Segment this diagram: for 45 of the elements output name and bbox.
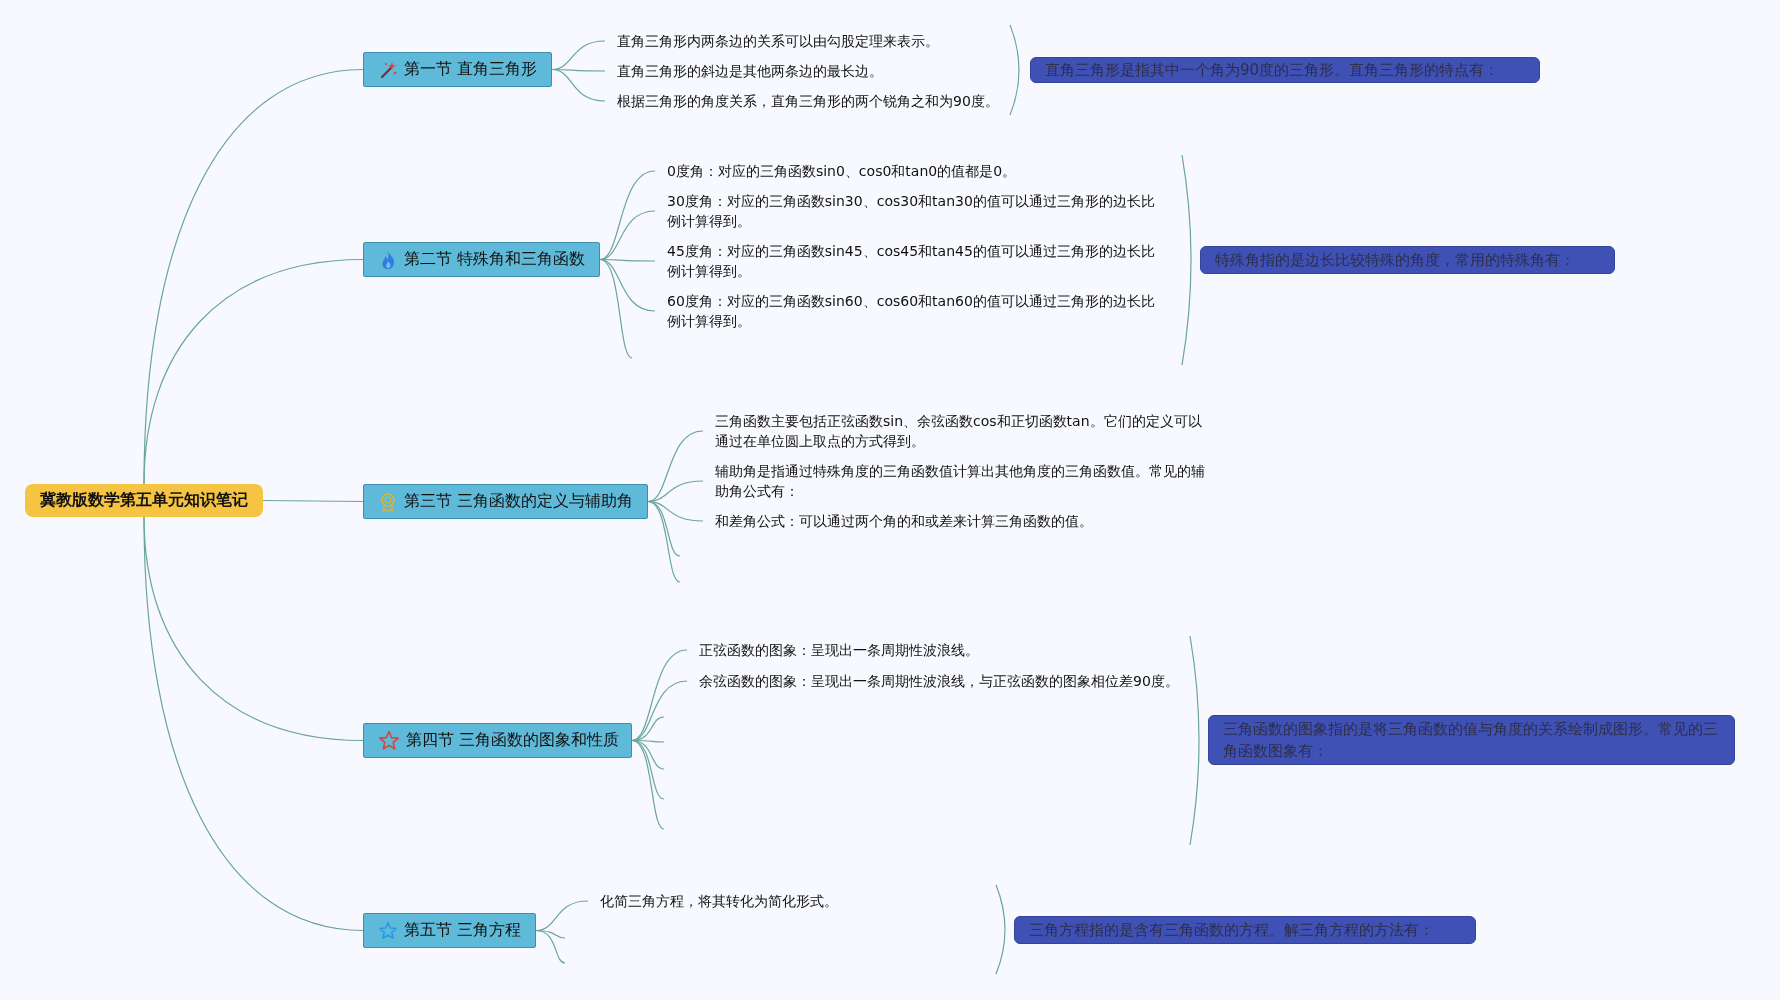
- note-text: 30度角：对应的三角函数sin30、cos30和tan30的值可以通过三角形的边长比例计算得到。: [667, 192, 1156, 231]
- summary-box: [1030, 57, 1540, 83]
- note-text: 60度角：对应的三角函数sin60、cos60和tan60的值可以通过三角形的边长比例计算得到。: [667, 292, 1156, 331]
- note-text: 正弦函数的图象：呈现出一条周期性波浪线。: [699, 641, 979, 660]
- note-text: 直角三角形内两条边的关系可以由勾股定理来表示。: [617, 32, 939, 51]
- summary-text: 三角函数的图象指的是将三角函数的值与角度的关系绘制成图形。常见的三角函数图象有：: [1223, 719, 1719, 762]
- summary-box: [1014, 916, 1476, 944]
- section-topic-box: [363, 913, 536, 948]
- connector-line: [599, 170, 656, 261]
- section-title: 第四节 三角函数的图象和性质: [406, 730, 620, 751]
- connector-line: [262, 499, 364, 503]
- section-topic-box: [363, 723, 632, 758]
- summary-box: [1200, 246, 1615, 274]
- summary-box: [1208, 715, 1735, 765]
- section-topic-box: [363, 484, 648, 519]
- connector-line: [535, 929, 566, 964]
- summary-text: 三角方程指的是含有三角函数的方程。解三角方程的方法有：: [1029, 920, 1434, 941]
- root-title: 冀教版数学第五单元知识笔记: [40, 490, 248, 511]
- connector-line: [551, 68, 606, 102]
- summary-text: 直角三角形是指其中一个角为90度的三角形。直角三角形的特点有：: [1045, 60, 1500, 81]
- connector-line: [631, 680, 688, 742]
- note-text: 45度角：对应的三角函数sin45、cos45和tan45的值可以通过三角形的边长比例计算得到。: [667, 242, 1156, 281]
- note-text: 化简三角方程，将其转化为简化形式。: [600, 892, 838, 911]
- note-text: 根据三角形的角度关系，直角三角形的两个锐角之和为90度。: [617, 92, 999, 111]
- note-text: 0度角：对应的三角函数sin0、cos0和tan0的值都是0。: [667, 162, 1017, 181]
- connector-line: [647, 430, 704, 503]
- summary-text: 特殊角指的是边长比较特殊的角度，常用的特殊角有：: [1215, 250, 1575, 271]
- connector-line: [143, 258, 364, 485]
- note-text: 余弦函数的图象：呈现出一条周期性波浪线，与正弦函数的图象相位差90度。: [699, 672, 1179, 691]
- section-title: 第三节 三角函数的定义与辅助角: [404, 491, 634, 512]
- section-title: 第五节 三角方程: [404, 920, 522, 941]
- root-topic-box: [25, 484, 263, 517]
- section-topic-box: [363, 242, 600, 277]
- note-text: 辅助角是指通过特殊角度的三角函数值计算出其他角度的三角函数值。常见的辅助角公式有：: [715, 462, 1206, 501]
- note-text: 三角函数主要包括正弦函数sin、余弦函数cos和正切函数tan。它们的定义可以通过在单位圆上取点的方式得到。: [715, 412, 1203, 451]
- section-title: 第二节 特殊角和三角函数: [404, 249, 586, 270]
- connector-line: [631, 739, 665, 830]
- connector-line: [143, 516, 364, 932]
- section-title: 第一节 直角三角形: [404, 59, 538, 80]
- section-topic-box: [363, 52, 552, 87]
- connector-line: [631, 649, 688, 742]
- connector-line: [599, 258, 633, 359]
- note-text: 直角三角形的斜边是其他两条边的最长边。: [617, 62, 883, 81]
- note-text: 和差角公式：可以通过两个角的和或差来计算三角函数的值。: [715, 512, 1093, 531]
- connector-line: [647, 500, 681, 583]
